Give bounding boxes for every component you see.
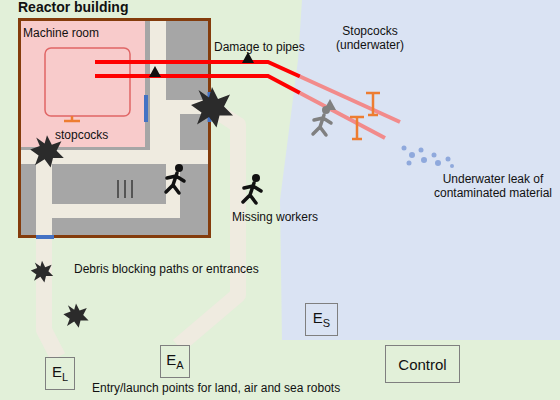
- door: [36, 235, 54, 239]
- entry-point-box: EA: [160, 345, 190, 378]
- bubble: [446, 157, 451, 162]
- bubble: [450, 164, 454, 168]
- stopcock-symbol: [366, 93, 380, 115]
- building-wall: [20, 20, 210, 237]
- stopcock-label: Stopcocks (underwater): [328, 24, 412, 53]
- debris: [63, 303, 88, 327]
- worker-figure: [166, 164, 184, 193]
- box-label: EA: [166, 352, 183, 371]
- stopcock-symbol: [350, 117, 364, 139]
- worker-figure: [313, 106, 331, 135]
- pipe: [300, 93, 385, 138]
- debris-label: Debris blocking paths or entrances: [74, 262, 259, 276]
- corridor: [52, 204, 180, 218]
- building-interior: [21, 21, 209, 235]
- leak-bubbles: [402, 146, 455, 169]
- debris: [31, 261, 53, 283]
- pipe: [95, 76, 300, 93]
- entry-point-box: EL: [45, 357, 75, 390]
- corridor: [166, 100, 180, 218]
- box-label: EL: [52, 364, 68, 383]
- worker-figure: [243, 174, 261, 203]
- leak-label: Underwater leak of contaminated material: [430, 172, 556, 201]
- sea-area: [280, 0, 560, 340]
- bubble: [432, 153, 437, 158]
- stopcock-label: stopcocks: [55, 128, 108, 142]
- entry-points-note: Entry/launch points for land, air and se…: [92, 381, 340, 395]
- machine-room-area: [21, 21, 145, 147]
- damage-marker: [149, 66, 161, 77]
- stopcock-symbol: [64, 116, 80, 121]
- bubble: [435, 160, 441, 166]
- damage-label: Damage to pipes: [214, 40, 305, 54]
- outside-path: [44, 236, 58, 357]
- box-label: ES: [313, 310, 330, 329]
- corridor: [150, 21, 166, 151]
- bubble: [419, 148, 424, 153]
- bubble: [409, 152, 415, 158]
- door: [144, 95, 148, 122]
- machine-outline: [45, 48, 130, 116]
- bubble: [407, 161, 412, 166]
- box-label: Control: [398, 357, 446, 372]
- building-heading: Reactor building: [18, 0, 128, 15]
- bubble: [402, 146, 407, 151]
- entry-point-box: ES: [305, 303, 338, 336]
- control-box: Control: [385, 345, 460, 383]
- missing-workers-label: Missing workers: [232, 210, 318, 224]
- reactor-building: Reactor buildingMachine room: [18, 18, 211, 238]
- stairs: [118, 180, 132, 198]
- debris: [191, 87, 233, 128]
- bubble: [421, 157, 427, 163]
- room-name: Machine room: [23, 26, 99, 40]
